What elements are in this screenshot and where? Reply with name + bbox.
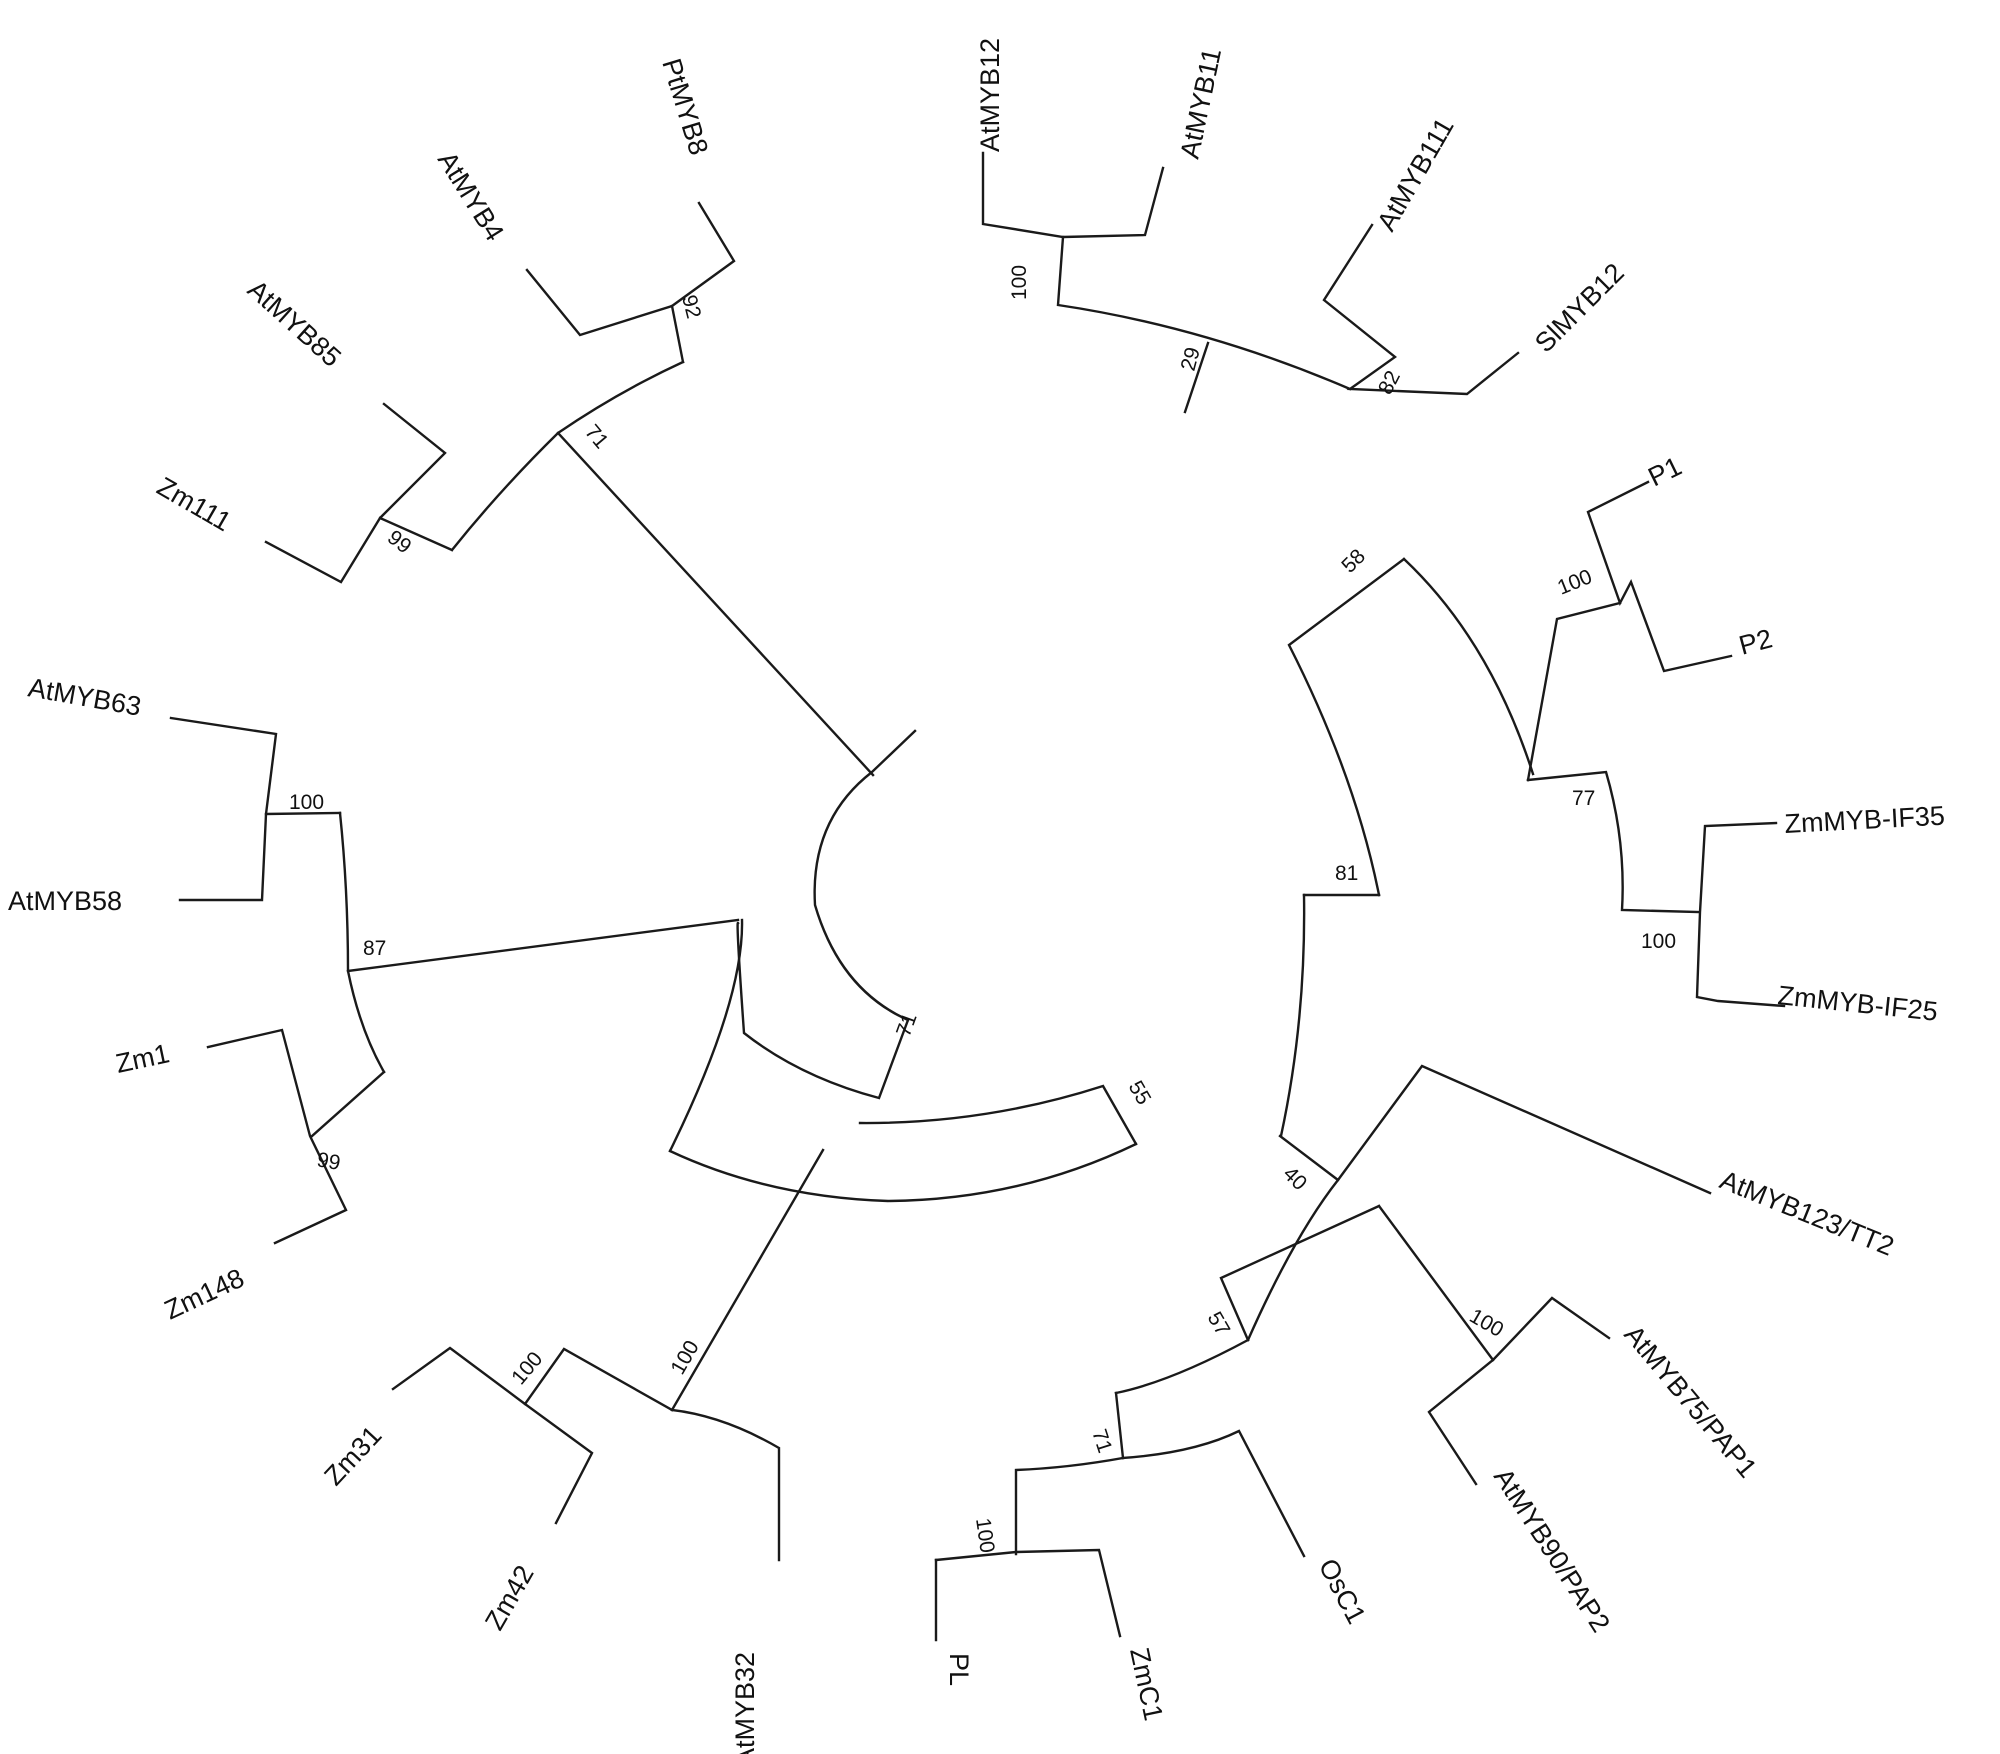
support-value: 92: [677, 293, 705, 321]
leaf-label-slmyb12: SlMYB12: [1529, 257, 1630, 358]
branch-zm42: [523, 1402, 594, 1525]
branch-92-stem: [670, 304, 685, 364]
leaf-label-osc1: OsC1: [1313, 1554, 1372, 1629]
support-value: 100: [971, 1516, 999, 1554]
leaf-label-p2: P2: [1736, 623, 1776, 661]
branch-c1-stem: [1114, 1391, 1125, 1460]
branch-clade55-stem: [858, 1084, 1138, 1146]
leaf-label-atmyb58: AtMYB58: [8, 886, 122, 916]
support-value: 40: [1278, 1162, 1311, 1195]
branch-clade40-down: [1246, 1178, 1340, 1342]
branch-clade29-root: [1183, 341, 1210, 414]
support-value: 71: [580, 420, 613, 453]
branch-at32: [670, 1408, 781, 1562]
branch-87: [338, 811, 386, 1074]
leaf-label-p1: P1: [1643, 451, 1686, 492]
support-value: 87: [363, 937, 386, 960]
branch-clade58-root: [1287, 557, 1406, 897]
branch-pap: [1377, 1204, 1611, 1362]
leaf-label-zm111: Zm111: [152, 471, 236, 537]
branch-if-root: [1526, 770, 1701, 914]
tree-branches: [169, 151, 1786, 1642]
support-value: 77: [1572, 787, 1595, 810]
branch-at63-at58: [169, 716, 278, 902]
branch-pl-zmc1: [934, 1548, 1122, 1638]
leaf-label-zm148: Zm148: [160, 1263, 249, 1326]
leaf-label-ptmyb8: PtMYB8: [656, 55, 714, 158]
branch-at58-stem: [264, 811, 342, 816]
leaf-label-zm31: Zm31: [318, 1420, 387, 1491]
leaf-label-atmyb12: AtMYB12: [975, 38, 1005, 152]
leaf-label-zm1: Zm1: [113, 1038, 172, 1079]
branch-inner-left: [668, 918, 744, 1153]
branch-if35-if25: [1695, 821, 1786, 1008]
support-value: 57: [1203, 1308, 1235, 1340]
leaf-label-atmyb32: AtMYB32: [730, 1652, 760, 1754]
leaf-label-pl: PL: [944, 1653, 974, 1686]
branch-p-root: [1526, 601, 1622, 782]
branch-at12-at11: [981, 151, 1165, 239]
leaf-label-zm42: Zm42: [479, 1560, 539, 1635]
bootstrap-values: 100 82 29 100 100 77 58 81 100 100 71 57…: [289, 265, 1676, 1554]
support-value: 71: [1087, 1426, 1116, 1455]
branch-clade55-down: [668, 1142, 1138, 1203]
leaf-labels: AtMYB12 AtMYB11 AtMYB111 SlMYB12 P1 P2 Z…: [8, 38, 1946, 1754]
branch-c1-down: [1014, 1456, 1125, 1556]
support-value: 82: [1374, 367, 1405, 398]
support-value: 29: [1177, 345, 1205, 374]
leaf-label-zmc1: ZmC1: [1124, 1645, 1169, 1723]
support-value: 100: [1008, 265, 1031, 300]
leaf-label-zmmyb-if35: ZmMYB-IF35: [1784, 801, 1946, 839]
support-value: 100: [1466, 1304, 1508, 1341]
branch-clade71-inner: [736, 921, 910, 1100]
support-value: 100: [289, 791, 324, 814]
leaf-label-atmyb4: AtMYB4: [432, 146, 510, 246]
branch-zm-stem: [310, 1070, 386, 1138]
leaf-label-atmyb111: AtMYB111: [1371, 113, 1460, 236]
branch-87-stem: [346, 918, 740, 973]
support-value: 100: [666, 1337, 703, 1379]
branch-at123: [1278, 1064, 1712, 1195]
support-value: 58: [1337, 545, 1370, 578]
branch-osc1: [1121, 1429, 1306, 1558]
support-value: 55: [1124, 1077, 1156, 1109]
leaf-label-atmyb63: AtMYB63: [26, 672, 144, 721]
branch-clade58: [1402, 557, 1535, 776]
branch-inner-arc: [813, 729, 917, 1022]
leaf-label-atmyb75: AtMYB75/PAP1: [1618, 1320, 1762, 1484]
leaf-label-atmyb90: AtMYB90/PAP2: [1488, 1463, 1616, 1638]
branch-zm111-at85: [264, 402, 447, 584]
leaf-label-atmyb11: AtMYB11: [1175, 45, 1228, 161]
support-value: 81: [1335, 862, 1358, 885]
branch-clade29: [1056, 235, 1352, 391]
leaf-label-atmyb123: AtMYB123/TT2: [1716, 1165, 1898, 1262]
branch-71-root: [556, 431, 875, 777]
support-value: 99: [315, 1148, 342, 1175]
leaf-label-atmyb85: AtMYB85: [242, 274, 347, 373]
branch-clade57-down: [1114, 1338, 1250, 1395]
branch-at32-stem: [670, 1148, 825, 1412]
branch-at111-slmyb12: [1322, 223, 1520, 396]
branch-71-top: [450, 360, 685, 552]
branch-clade57-stem: [1219, 1204, 1381, 1342]
branch-pap90: [1427, 1358, 1495, 1486]
branch-zm1-zm148: [206, 1028, 348, 1245]
branch-99-stem: [378, 516, 454, 552]
support-value: 100: [1641, 930, 1676, 953]
support-value: 100: [1554, 565, 1595, 599]
branch-p1-p2: [1586, 480, 1733, 673]
branch-clade81-down: [1279, 893, 1306, 1138]
leaf-label-zmmyb-if25: ZmMYB-IF25: [1776, 980, 1939, 1027]
